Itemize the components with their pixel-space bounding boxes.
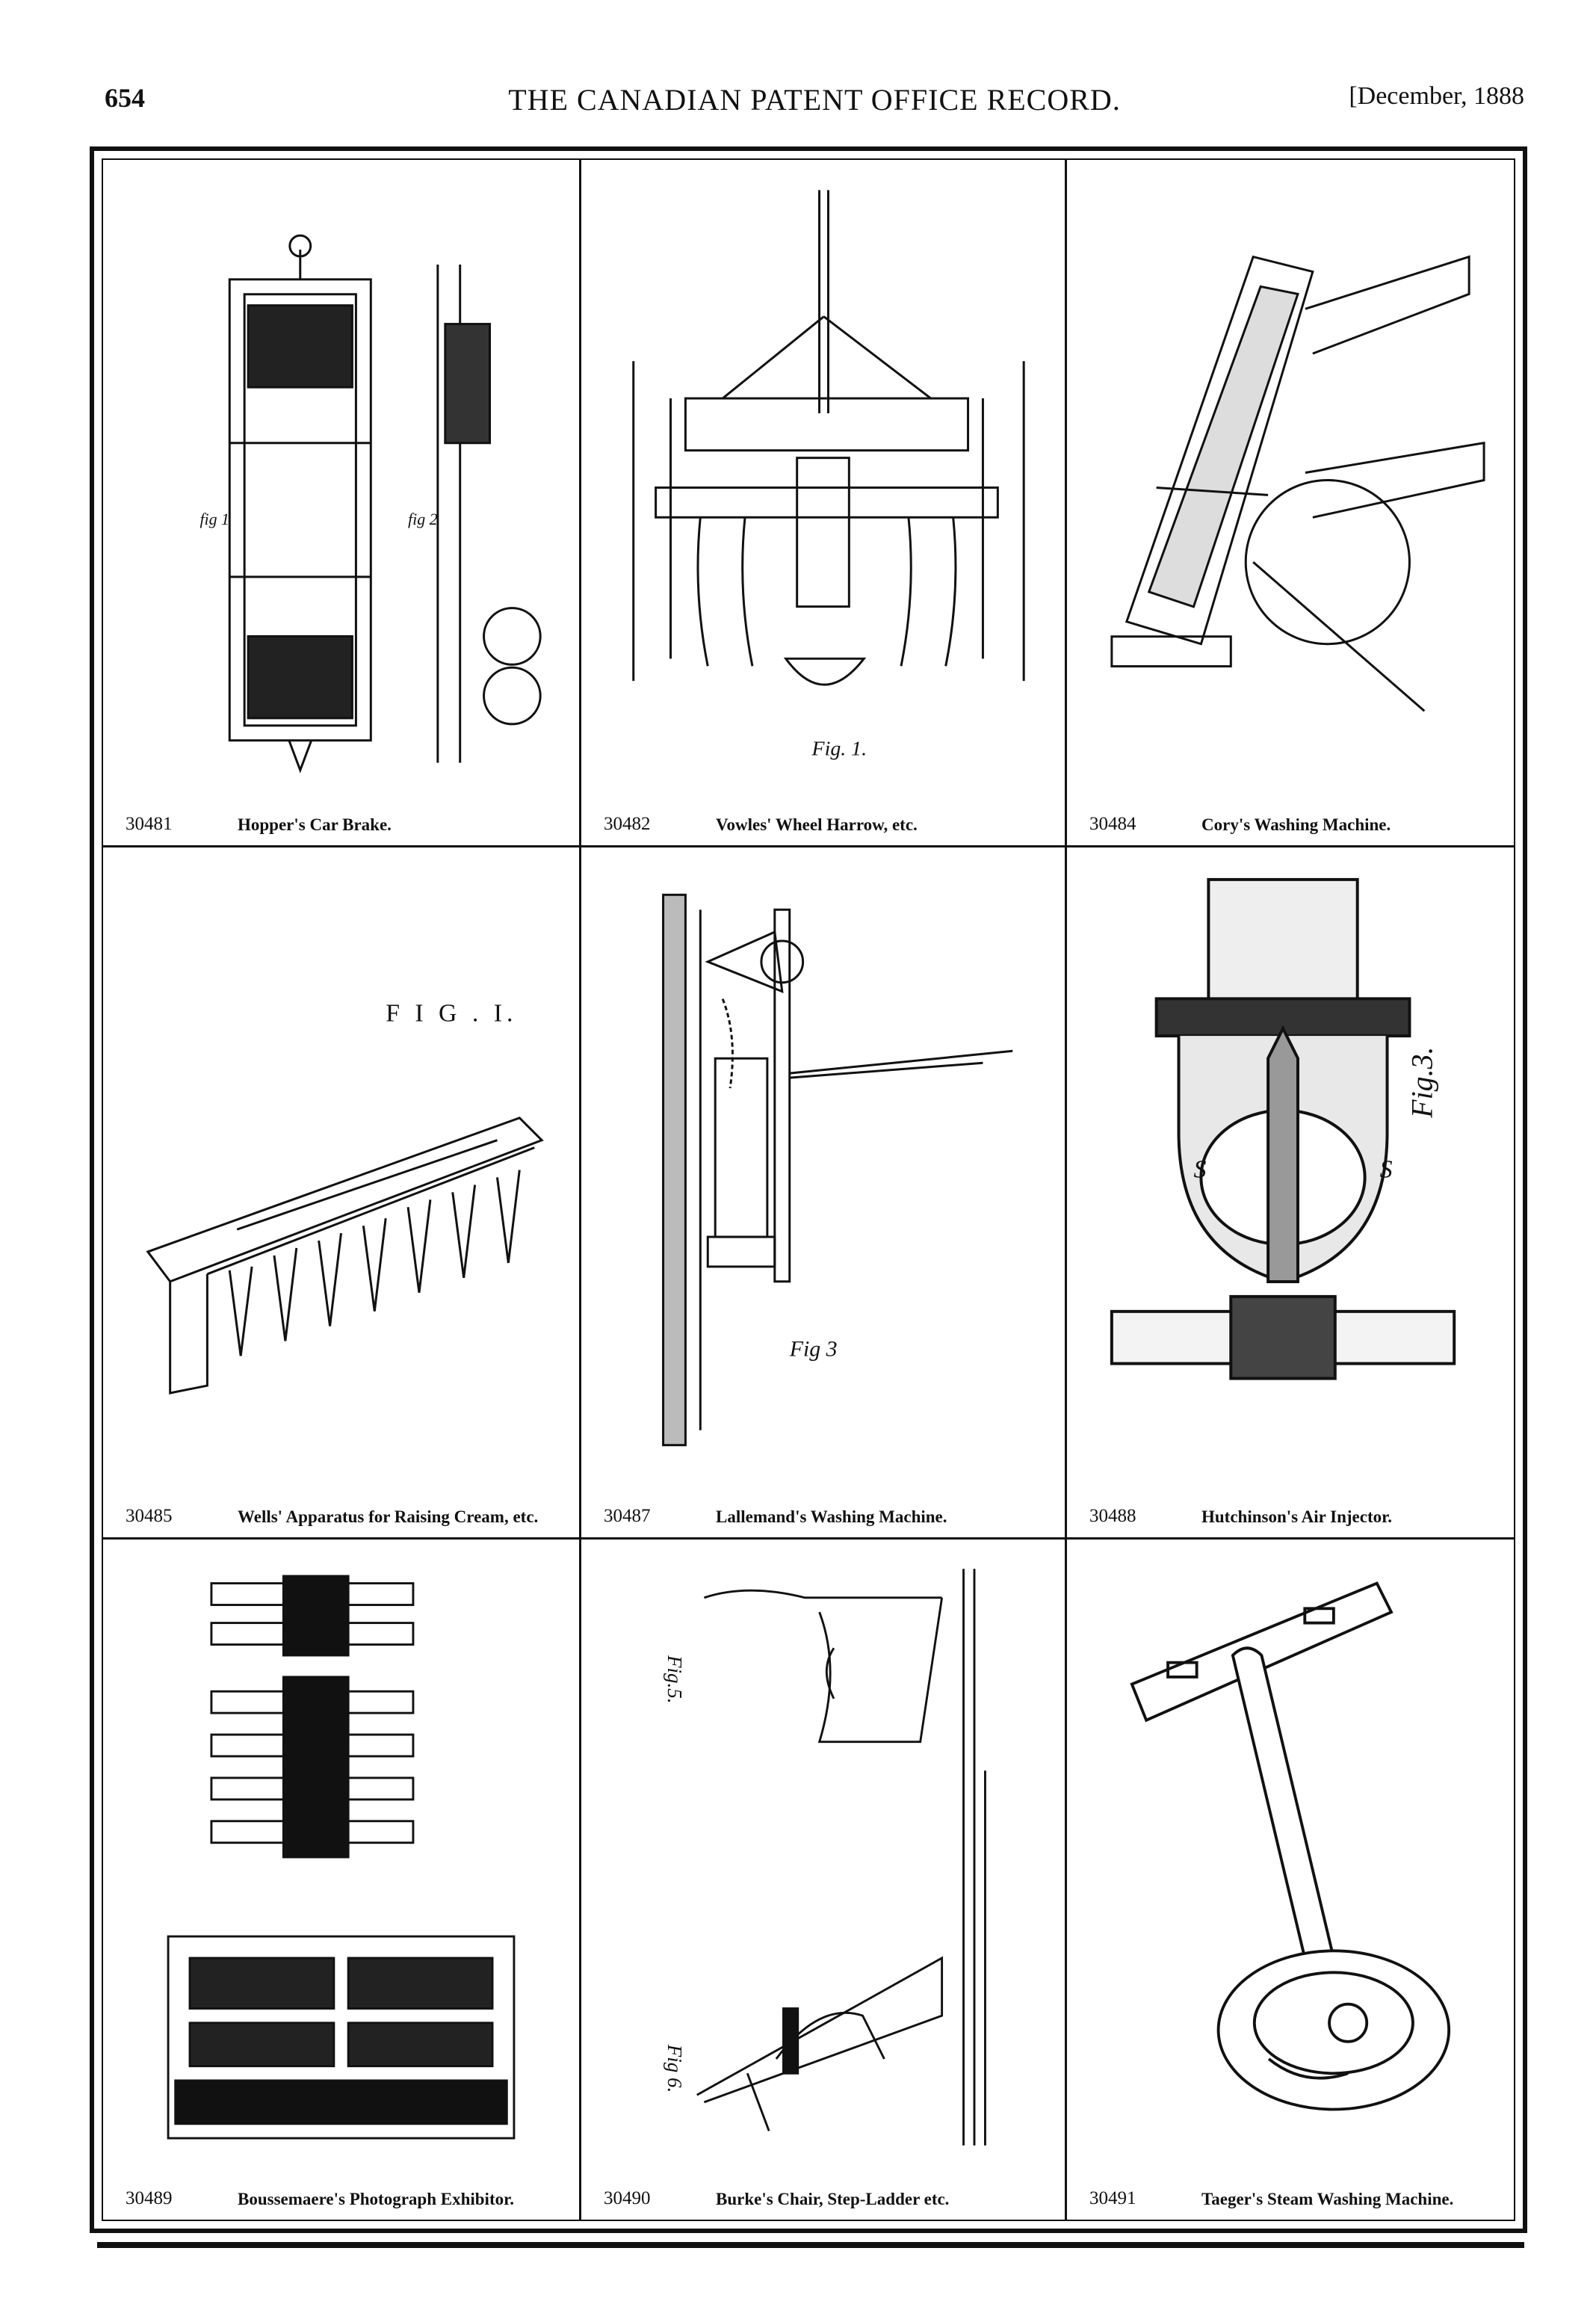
air-injector-drawing: S S Fig.3. [1110, 877, 1456, 1380]
washing-machine-drawing [1110, 255, 1485, 712]
patent-title: Wells' Apparatus for Raising Cream, etc. [238, 1507, 539, 1526]
figure-cell: Fig. 1. 30482 Vowles' Wheel Harrow, etc. [581, 160, 1067, 847]
svg-text:fig 2: fig 2 [408, 510, 438, 528]
patent-number: 30490 [604, 2188, 651, 2208]
patent-number: 30487 [604, 1506, 651, 1526]
figure-cell: S S Fig.3. 30488 Hutchinson's Air Injecto… [1067, 847, 1514, 1540]
bottom-rule [97, 2242, 1524, 2248]
figure-cell: 30489 Boussemaere's Photograph Exhibitor. [103, 1540, 581, 2220]
figure-cell: 30491 Taeger's Steam Washing Machine. [1067, 1540, 1514, 2220]
patent-number: 30482 [604, 814, 651, 834]
figure-label: Fig 3 [789, 1336, 838, 1361]
lallemand-machine-drawing: Fig 3 [662, 893, 1013, 1447]
cream-apparatus-drawing: F I G . I. [146, 1000, 544, 1395]
patent-number: 30484 [1089, 814, 1136, 834]
page-number: 654 [105, 83, 145, 113]
figure-cell: F I G . I. 30485 Wells' Apparatus for Rai… [103, 847, 581, 1540]
figure-cell: Fig 3 30487 Lallemand's Washing Machine. [581, 847, 1067, 1540]
figure-cell: fig 1 fig 2 30481 Hopper's Car Brake. [103, 160, 581, 847]
patent-plate: fig 1 fig 2 30481 Hopper's Car Brake. [90, 146, 1527, 2233]
svg-text:S: S [1380, 1155, 1393, 1183]
patent-title: Taeger's Steam Washing Machine. [1201, 2190, 1454, 2208]
figure-cell: Fig.5. Fig 6. 30490 Burke's Chair, Step-L… [581, 1540, 1067, 2220]
patent-title: Cory's Washing Machine. [1201, 815, 1391, 834]
journal-title: THE CANADIAN PATENT OFFICE RECORD. [508, 83, 1121, 117]
figure-label: F I G . I. [386, 1000, 517, 1028]
chair-step-ladder-drawing: Fig.5. Fig 6. [664, 1569, 986, 2146]
patent-number: 30485 [126, 1506, 173, 1526]
figure-label: Fig.5. [664, 1655, 686, 1704]
figure-label-2: Fig 6. [664, 2044, 686, 2093]
patent-number: 30491 [1089, 2188, 1136, 2208]
patent-title: Hopper's Car Brake. [238, 815, 392, 834]
figure-cell: 30484 Cory's Washing Machine. [1067, 160, 1514, 847]
svg-text:fig 1: fig 1 [200, 510, 229, 528]
patent-number: 30481 [126, 814, 173, 834]
patent-title: Lallemand's Washing Machine. [716, 1507, 947, 1526]
patent-title: Boussemaere's Photograph Exhibitor. [238, 2190, 514, 2208]
photograph-exhibitor-drawing [167, 1575, 516, 2140]
page-header: 654 THE CANADIAN PATENT OFFICE RECORD. [… [105, 82, 1524, 127]
figure-label: Fig. 1. [811, 738, 867, 761]
steam-washing-machine-drawing [1130, 1581, 1451, 2111]
car-brake-drawing: fig 1 fig 2 [200, 234, 542, 773]
issue-date: [December, 1888 [1349, 82, 1524, 110]
figure-label: Fig.3. [1405, 1047, 1438, 1119]
svg-text:S: S [1193, 1155, 1206, 1183]
patent-number: 30488 [1089, 1506, 1136, 1526]
patent-number: 30489 [126, 2188, 173, 2208]
patent-title: Hutchinson's Air Injector. [1201, 1507, 1392, 1526]
wheel-harrow-drawing: Fig. 1. [632, 190, 1025, 761]
patent-title: Vowles' Wheel Harrow, etc. [716, 815, 918, 834]
patent-title: Burke's Chair, Step-Ladder etc. [716, 2190, 950, 2208]
